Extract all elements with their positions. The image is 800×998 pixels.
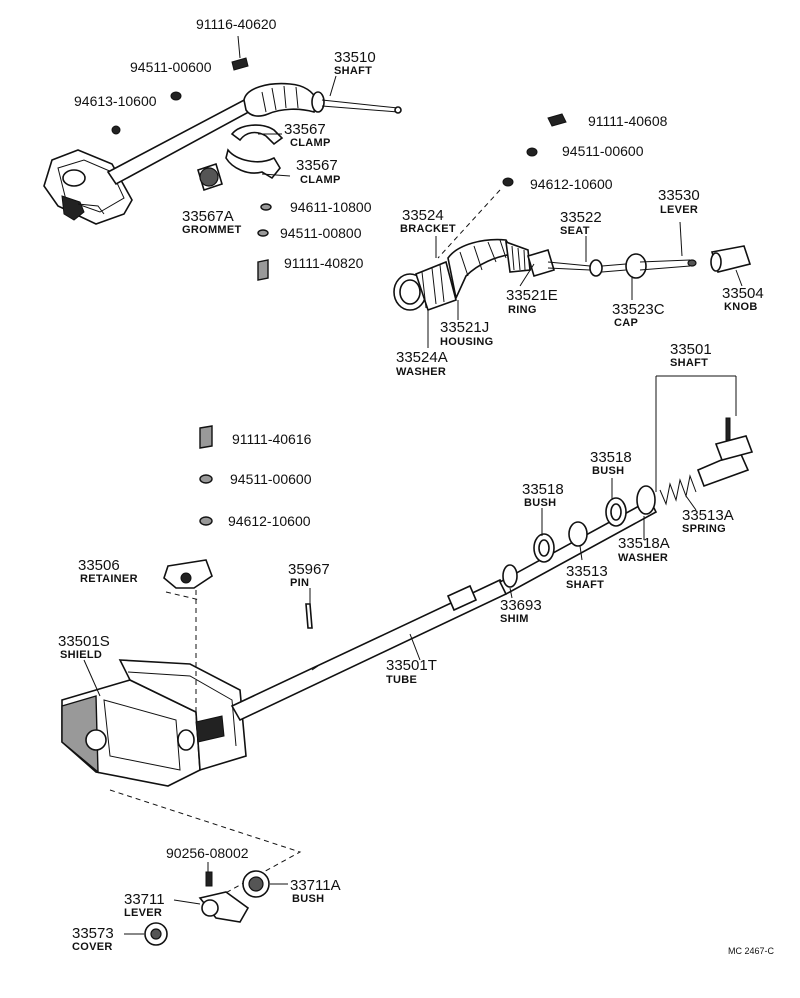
diagram-code: MC 2467-C bbox=[728, 946, 775, 956]
label-94511-00600-number: 94511-00600 bbox=[562, 143, 644, 159]
label-33567A-name: GROMMET bbox=[182, 224, 242, 236]
label-90256-08002-number: 90256-08002 bbox=[166, 845, 249, 861]
label-94612-10600-number: 94612-10600 bbox=[530, 176, 613, 192]
lever-housing-assembly bbox=[393, 113, 752, 312]
label-94511-00800-number: 94511-00800 bbox=[280, 225, 362, 241]
label-33513A-name: SPRING bbox=[682, 523, 726, 535]
label-33518A-number: 33518A bbox=[618, 535, 670, 552]
label-33506-number: 33506 bbox=[78, 557, 120, 574]
label-33711-number: 33711 bbox=[124, 891, 165, 908]
label-33501S-name: SHIELD bbox=[60, 649, 102, 661]
label-33524-number: 33524 bbox=[402, 207, 444, 224]
label-33693-name: SHIM bbox=[500, 613, 529, 625]
label-33501S-number: 33501S bbox=[58, 633, 110, 650]
label-91111-40616-number: 91111-40616 bbox=[232, 431, 312, 447]
label-33504-name: KNOB bbox=[724, 301, 758, 313]
label-33513-number: 33513 bbox=[566, 563, 608, 580]
label-33567-name: CLAMP bbox=[300, 174, 341, 186]
label-94612-10600-number: 94612-10600 bbox=[228, 513, 311, 529]
label-94613-10600-number: 94613-10600 bbox=[74, 93, 157, 109]
label-33521E-name: RING bbox=[508, 304, 537, 316]
label-33521J-number: 33521J bbox=[440, 319, 489, 336]
label-33518-number: 33518 bbox=[590, 449, 632, 466]
label-33506-name: RETAINER bbox=[80, 573, 138, 585]
part-labels: 91116-40620 94511-00600 94613-10600 3351… bbox=[58, 16, 775, 956]
label-33510-number: 33510 bbox=[334, 49, 376, 66]
label-33711A-number: 33711A bbox=[290, 877, 341, 894]
label-91111-40820-number: 91111-40820 bbox=[284, 255, 364, 271]
label-33523C-number: 33523C bbox=[612, 301, 665, 318]
label-35967-number: 35967 bbox=[288, 561, 330, 578]
label-33567-name: CLAMP bbox=[290, 137, 331, 149]
label-91116-40620-number: 91116-40620 bbox=[196, 16, 277, 32]
label-33501T-name: TUBE bbox=[386, 674, 417, 686]
label-33711-name: LEVER bbox=[124, 907, 162, 919]
label-33522-name: SEAT bbox=[560, 225, 590, 237]
label-33518-name: BUSH bbox=[592, 465, 624, 477]
label-33530-number: 33530 bbox=[658, 187, 700, 204]
label-33521J-name: HOUSING bbox=[440, 336, 493, 348]
leader-lines-top-left bbox=[237, 35, 337, 177]
label-33513-name: SHAFT bbox=[566, 579, 604, 591]
label-91111-40608-number: 91111-40608 bbox=[588, 113, 668, 129]
label-33501-number: 33501 bbox=[670, 341, 712, 358]
label-33524-name: BRACKET bbox=[400, 223, 456, 235]
label-33567-number: 33567 bbox=[296, 157, 338, 174]
label-33530-name: LEVER bbox=[660, 204, 698, 216]
label-33501-name: SHAFT bbox=[670, 357, 708, 369]
leader-lines-bottom bbox=[124, 862, 288, 935]
label-33524A-number: 33524A bbox=[396, 349, 448, 366]
label-94511-00600-number: 94511-00600 bbox=[130, 59, 212, 75]
label-33518-name: BUSH bbox=[524, 497, 556, 509]
label-33518A-name: WASHER bbox=[618, 552, 668, 564]
label-33567A-number: 33567A bbox=[182, 208, 234, 225]
label-33573-number: 33573 bbox=[72, 925, 114, 942]
label-33510-name: SHAFT bbox=[334, 65, 372, 77]
label-33524A-name: WASHER bbox=[396, 366, 446, 378]
label-33523C-name: CAP bbox=[614, 317, 638, 329]
label-94511-00600-number: 94511-00600 bbox=[230, 471, 312, 487]
lower-lever-assembly bbox=[144, 870, 270, 946]
leader-lines-top-right bbox=[427, 189, 743, 348]
label-33711A-name: BUSH bbox=[292, 893, 324, 905]
label-33518-number: 33518 bbox=[522, 481, 564, 498]
label-33693-number: 33693 bbox=[500, 597, 542, 614]
label-33501T-number: 33501T bbox=[386, 657, 437, 674]
label-33522-number: 33522 bbox=[560, 209, 602, 226]
label-33567-number: 33567 bbox=[284, 121, 326, 138]
main-column-assembly bbox=[61, 417, 754, 787]
label-33504-number: 33504 bbox=[722, 285, 764, 302]
label-33513A-number: 33513A bbox=[682, 507, 734, 524]
leader-lines-main bbox=[83, 375, 737, 897]
label-33573-name: COVER bbox=[72, 941, 113, 953]
label-33521E-number: 33521E bbox=[506, 287, 558, 304]
upper-shaft-assembly bbox=[43, 57, 402, 281]
label-35967-name: PIN bbox=[290, 577, 309, 589]
label-94611-10800-number: 94611-10800 bbox=[290, 199, 372, 215]
